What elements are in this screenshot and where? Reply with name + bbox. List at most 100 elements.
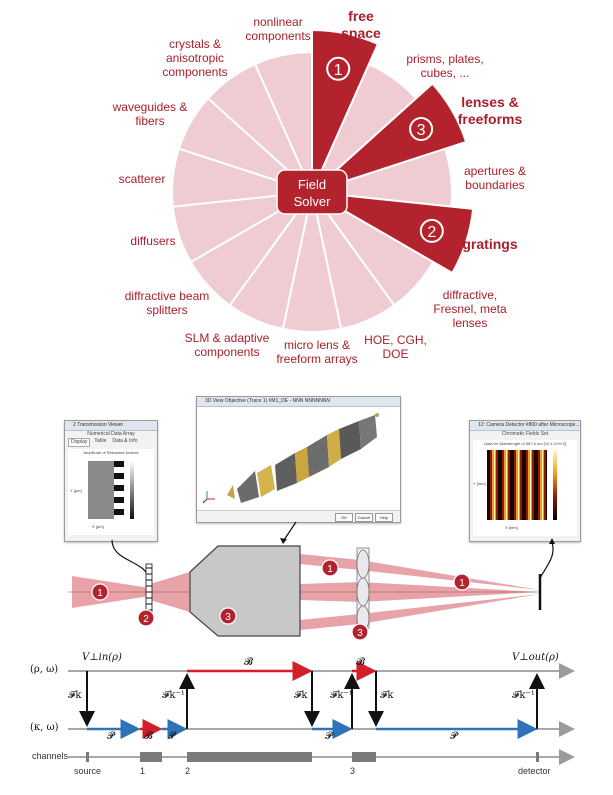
marker-grating-num: 2 [143, 614, 149, 625]
op-finv-2: 𝓕k⁻¹ [162, 690, 185, 701]
transmission-viewer-titlebar[interactable]: 2 Transmission Viewer [65, 421, 157, 431]
marker-freespace-upper: 1 [321, 559, 339, 577]
channel-label-2: 2 [185, 766, 191, 776]
solver-title-line2: Solver [294, 194, 332, 209]
transmission-xlabel: X [µm] [92, 524, 104, 529]
label-waveguides: waveguides & fibers [100, 100, 200, 128]
marker-source: 1 [91, 583, 109, 601]
field-out-label: V⊥out(ρ) [512, 652, 559, 663]
channel-block-1 [140, 752, 162, 762]
camera-plot-panel: Data for Wavelength of 587.6 nm [10.4 V/… [473, 440, 577, 536]
tab-data-info[interactable]: Data & Info [112, 438, 138, 444]
label-apertures-l1: apertures & [463, 164, 527, 178]
3d-view-buttonbar: OK Cancel Help [197, 510, 400, 522]
camera-xlabel: X [mm] [505, 525, 518, 530]
camera-detector-subtitle: Chromatic Fields Set [501, 431, 549, 437]
field-solver-box: Field Solver [276, 169, 348, 215]
pie-highlight-gratings [311, 191, 475, 275]
label-prisms: prisms, plates, cubes, ... [395, 52, 495, 80]
camera-fringe-plot [487, 450, 547, 520]
transmission-plot-title: Amplitude of Refractive Indices [83, 450, 139, 455]
row-label-spectral: (κ, ω) [30, 722, 59, 733]
pie-highlight-badge-gratings [419, 218, 444, 243]
channel-label-detector: detector [518, 766, 551, 776]
row-label-channels: channels [32, 751, 69, 761]
pie-highlight-number-gratings: 2 [427, 224, 436, 241]
ok-button[interactable]: OK [335, 513, 353, 522]
transmission-plot-panel: Amplitude of Refractive Indices X [µm] Y… [68, 449, 154, 535]
label-free-space-l2: space [341, 25, 381, 41]
solver-title-line1: Field [298, 177, 326, 192]
help-button[interactable]: Help [375, 513, 393, 522]
marker-freespace-upper-num: 1 [327, 564, 333, 575]
op-b-bottom-1: 𝓑 [144, 731, 153, 742]
3d-view-window[interactable]: 3D View Objective (Trace 1) #M1_DE - NNN… [196, 396, 401, 523]
label-free-space: free space [328, 8, 394, 42]
op-b-top-3: 𝓑 [356, 657, 365, 668]
optical-setup: 1 2 3 1 3 1 [68, 521, 555, 640]
pie-highlight-number-lenses: 3 [417, 122, 426, 139]
label-crystals: crystals & anisotropic components [145, 37, 245, 79]
tab-display[interactable]: Display [68, 438, 91, 447]
marker-objective: 3 [219, 607, 237, 625]
beam-after-grating [150, 572, 190, 612]
label-lenses: lenses & freeforms [440, 94, 540, 128]
label-slm: SLM & adaptive components [172, 331, 282, 359]
camera-detector-titlebar[interactable]: 12: Camera Detector #800 after Microscop… [470, 421, 580, 431]
label-apertures: apertures & boundaries [445, 164, 545, 192]
pie-highlight-badge-lenses [409, 117, 434, 141]
label-diffractive-l1: diffractive, [442, 288, 498, 302]
objective-3d-model [227, 413, 379, 503]
label-hoe-l2: DOE [382, 347, 409, 361]
connector-center-arrowhead [280, 538, 287, 544]
label-scatterer: scatterer [102, 172, 182, 186]
op-finv-detector: 𝓕k⁻¹ [512, 690, 535, 701]
tab-table[interactable]: Table [94, 438, 107, 444]
cancel-button[interactable]: Cancel [355, 513, 373, 522]
connector-left [111, 539, 149, 576]
label-slm-l2: components [194, 345, 260, 359]
label-waveguides-l2: fibers [135, 114, 165, 128]
pie-highlight-badge-free-space [326, 56, 351, 81]
camera-detector-window[interactable]: 12: Camera Detector #800 after Microscop… [469, 420, 581, 542]
grating-element [145, 563, 153, 619]
label-lenses-l2: freeforms [457, 111, 523, 127]
3d-view-titlebar[interactable]: 3D View Objective (Trace 1) #M1_DE - NNN… [197, 397, 400, 407]
op-p-2: 𝓟 [168, 731, 176, 742]
label-nonlinear-l2: components [245, 29, 311, 43]
op-f-3: 𝓕k [380, 690, 394, 701]
field-solver-pie: 1 3 2 Field Solver [171, 28, 475, 333]
transmission-viewer-subtitle: Numerical Data Array [87, 431, 135, 437]
marker-objective-num: 3 [225, 612, 231, 623]
transmission-plot-area [88, 461, 114, 519]
row-label-spatial: (ρ, ω) [30, 664, 59, 675]
channel-label-3: 3 [350, 766, 356, 776]
connector-center [283, 521, 297, 541]
setup-markers: 1 2 3 1 3 1 [91, 559, 471, 640]
label-diffractive-l3: lenses [452, 316, 488, 330]
op-finv-3: 𝓕k⁻¹ [330, 690, 353, 701]
label-diffractive-beam-l1: diffractive beam [124, 289, 210, 303]
op-p-1: 𝓟 [107, 731, 115, 742]
label-crystals-l3: components [162, 65, 228, 79]
label-diffractive-l2: Fresnel, meta [433, 302, 507, 316]
marker-freespace-right: 1 [453, 573, 471, 591]
operator-sequence [68, 661, 575, 765]
marker-lens-array-num: 3 [357, 628, 363, 639]
3d-view-canvas [197, 407, 400, 510]
pie-highlight-number-free-space: 1 [334, 62, 343, 79]
field-in-label: V⊥in(ρ) [82, 652, 122, 663]
label-diffusers: diffusers [113, 234, 193, 248]
camera-colorbar [553, 450, 557, 520]
channel-block-2 [187, 752, 312, 762]
label-waveguides-l1: waveguides & [112, 100, 188, 114]
transmission-viewer-tabs: Display Table Data & Info [65, 438, 157, 447]
camera-ylabel: Y [mm] [473, 481, 486, 486]
connector-right [539, 541, 554, 579]
label-microlens-l1: micro lens & [283, 338, 351, 352]
label-crystals-l2: anisotropic [165, 51, 225, 65]
connector-right-arrowhead [549, 538, 555, 544]
transmission-viewer-window[interactable]: 2 Transmission Viewer Numerical Data Arr… [64, 420, 158, 542]
channel-markers [86, 752, 539, 762]
pie-highlight-wedges: 1 3 2 [311, 28, 475, 275]
